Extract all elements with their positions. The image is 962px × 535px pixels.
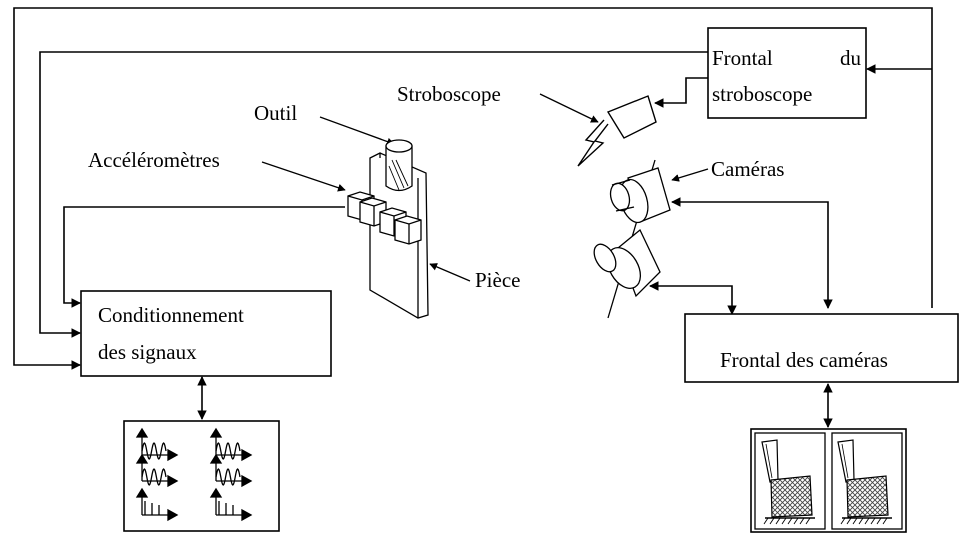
plot0-waveform (141, 442, 167, 460)
label-outil: Outil (254, 101, 297, 125)
camera2-icon (593, 228, 661, 298)
frontal-stroboscope-box: Frontal du stroboscope (707, 27, 867, 119)
frontal-strobo-line1b: du (840, 46, 862, 70)
plot3-waveform (215, 468, 241, 486)
frontal-cameras-box: Frontal des caméras (684, 313, 959, 383)
pulse0-train (144, 501, 160, 515)
stroboscope-lamp-icon (577, 95, 657, 167)
conditioning-line1: Conditionnement (98, 303, 244, 327)
leader-piece (429, 263, 471, 282)
image-frame-right (831, 432, 903, 530)
plot1-waveform (215, 442, 241, 460)
conditioning-box: Conditionnement des signaux (80, 290, 332, 377)
label-cameras: Caméras (711, 157, 784, 181)
leader-cameras (671, 168, 709, 182)
tool-icon (385, 139, 413, 192)
conditioning-line2: des signaux (98, 340, 197, 364)
leader-stroboscope (539, 93, 599, 123)
leader-arrows (261, 93, 709, 282)
label-accelerometres: Accéléromètres (88, 148, 220, 172)
camera2-link-line (649, 281, 737, 315)
accelerometer-signal-line (63, 206, 345, 308)
camera1-icon (609, 167, 671, 224)
labels: Stroboscope Outil Accéléromètres Caméras… (88, 82, 784, 292)
connection-lines (13, 7, 933, 428)
frontal-strobo-line1a: Frontal (712, 46, 773, 70)
plot2-waveform (141, 468, 167, 486)
frontal-cameras-label: Frontal des caméras (720, 348, 888, 372)
leader-accelerometres (261, 161, 346, 192)
strobo-drive-line (654, 77, 708, 108)
signal-plots (135, 427, 253, 522)
camera-icons (593, 159, 671, 319)
outer-loop-line (13, 7, 933, 370)
frontal-strobo-line2: stroboscope (712, 82, 812, 106)
image-display (750, 428, 907, 533)
image-frame-left (754, 432, 826, 530)
signal-display (123, 420, 280, 532)
accelerometer-icons (347, 191, 422, 245)
label-piece: Pièce (475, 268, 520, 292)
camera1-link-line (671, 197, 833, 309)
leader-outil (319, 116, 395, 146)
pulse1-train (218, 501, 234, 515)
workpiece-icon (347, 139, 429, 319)
label-stroboscope: Stroboscope (397, 82, 501, 106)
strobo-to-conditioning-line (39, 51, 708, 338)
